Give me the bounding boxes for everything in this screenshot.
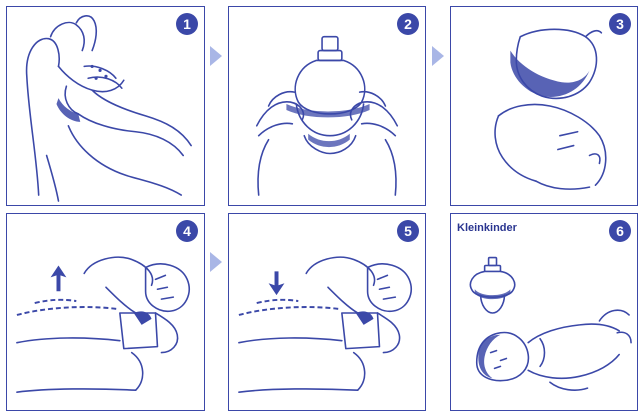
mask-on-face-icon bbox=[451, 7, 637, 205]
step-number-4: 4 bbox=[176, 220, 198, 242]
step-number-3: 3 bbox=[609, 13, 631, 35]
chest-falling-icon bbox=[229, 214, 425, 410]
step-number-2: 2 bbox=[397, 13, 419, 35]
infant-mask-icon bbox=[451, 214, 637, 410]
step-number-1: 1 bbox=[176, 13, 198, 35]
chest-rising-icon bbox=[7, 214, 204, 410]
chevron-right-icon bbox=[206, 250, 226, 274]
step-number-6: 6 bbox=[609, 220, 631, 242]
chevron-right-icon bbox=[206, 44, 226, 68]
chevron-right-icon bbox=[428, 44, 448, 68]
step-panel-3: 3 bbox=[450, 6, 638, 206]
step-panel-1: 1 bbox=[6, 6, 205, 206]
step-panel-5: 5 bbox=[228, 213, 426, 411]
hands-cupping-mask-icon bbox=[7, 7, 204, 205]
hands-holding-mask-icon bbox=[229, 7, 425, 205]
step-panel-2: 2 bbox=[228, 6, 426, 206]
step-number-5: 5 bbox=[397, 220, 419, 242]
step-panel-4: 4 bbox=[6, 213, 205, 411]
step-panel-6: Kleinkinder 6 bbox=[450, 213, 638, 411]
